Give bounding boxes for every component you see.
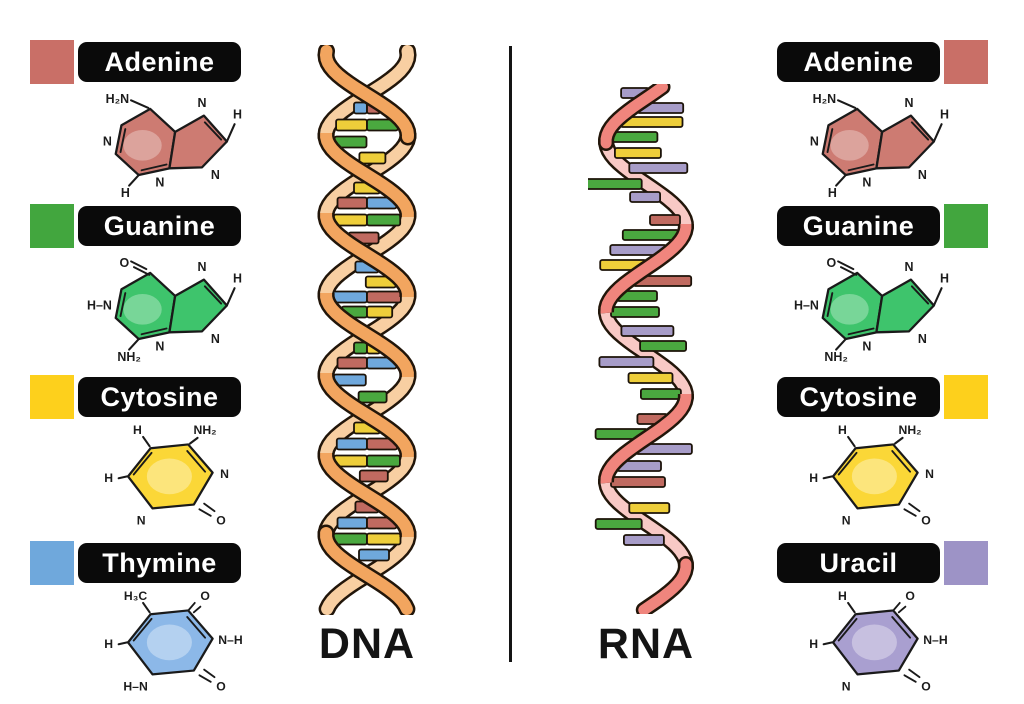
guanine-structure: O H–N N H N N NH₂	[87, 256, 242, 363]
atom-label: N	[862, 340, 871, 354]
uracil-color-swatch	[944, 541, 988, 585]
uracil-structure: H O H N–H N O	[809, 589, 947, 693]
guanine-structure-right: O H–N N H N N NH₂	[794, 256, 949, 363]
cytosine-color-swatch	[30, 375, 74, 419]
atom-label: N	[155, 176, 164, 190]
cytosine-color-swatch-right	[944, 375, 988, 419]
atom-label: H–N	[87, 298, 112, 312]
label-adenine-left: Adenine	[78, 42, 241, 82]
label-cytosine-right: Cytosine	[777, 377, 940, 417]
atom-label: N	[842, 679, 851, 693]
swatch-fill	[944, 375, 988, 419]
atom-label: H	[940, 108, 949, 122]
rna-title: RNA	[597, 620, 695, 668]
label-uracil: Uracil	[777, 543, 940, 583]
atom-label: O	[921, 679, 931, 693]
atom-label: O	[921, 513, 931, 527]
swatch-fill	[30, 204, 74, 248]
atom-label: O	[826, 256, 836, 270]
swatch-fill	[944, 40, 988, 84]
swatch-fill	[30, 40, 74, 84]
atom-label: H₂N	[813, 92, 837, 106]
atom-label: O	[200, 589, 210, 603]
atom-label: O	[216, 513, 226, 527]
atom-label: H–N	[794, 298, 819, 312]
atom-label: H₃C	[124, 589, 147, 603]
atom-label: N	[211, 168, 220, 182]
atom-label: O	[905, 589, 915, 603]
thymine-structure: H₃C O H N–H H–N O	[104, 589, 242, 693]
atom-label: NH₂	[194, 423, 217, 437]
label-thymine-left: Thymine	[78, 543, 241, 583]
swatch-fill	[944, 541, 988, 585]
atom-label: H	[940, 272, 949, 286]
atom-label: H	[104, 637, 113, 651]
atom-label: H	[809, 637, 818, 651]
swatch-fill	[30, 541, 74, 585]
thymine-color-swatch	[30, 541, 74, 585]
rna-single-helix-illustration	[588, 84, 695, 614]
adenine-structure: H₂N N N H N N H	[103, 92, 242, 199]
dna-double-helix-illustration	[317, 45, 417, 615]
atom-label: N	[103, 134, 112, 148]
atom-label: N	[918, 332, 927, 346]
atom-label: N	[810, 134, 819, 148]
label-cytosine-left: Cytosine	[78, 377, 241, 417]
label-guanine-right: Guanine	[777, 206, 940, 246]
atom-label: N	[155, 340, 164, 354]
adenine-color-swatch	[30, 40, 74, 84]
atom-label: H	[104, 471, 113, 485]
atom-label: H	[233, 272, 242, 286]
atom-label: H	[828, 186, 837, 199]
atom-label: N	[197, 96, 206, 110]
atom-label: H	[838, 589, 847, 603]
atom-label: N	[862, 176, 871, 190]
atom-label: N	[904, 96, 913, 110]
label-guanine-left: Guanine	[78, 206, 241, 246]
atom-label: H	[121, 186, 130, 199]
guanine-color-swatch-right	[944, 204, 988, 248]
atom-label: N	[918, 168, 927, 182]
atom-label: N	[220, 467, 229, 481]
atom-label: O	[119, 256, 129, 270]
atom-label: N–H	[218, 633, 242, 647]
atom-label: N	[197, 260, 206, 274]
swatch-fill	[944, 204, 988, 248]
divider-line	[509, 46, 512, 662]
atom-label: H	[809, 471, 818, 485]
atom-label: N	[925, 467, 934, 481]
atom-label: NH₂	[899, 423, 922, 437]
label-adenine-right: Adenine	[777, 42, 940, 82]
atom-label: H	[233, 108, 242, 122]
swatch-fill	[30, 375, 74, 419]
atom-label: N	[137, 513, 146, 527]
atom-label: N	[904, 260, 913, 274]
atom-label: H₂N	[106, 92, 130, 106]
adenine-color-swatch-right	[944, 40, 988, 84]
atom-label: H–N	[123, 679, 147, 693]
atom-label: N	[211, 332, 220, 346]
cytosine-structure-right: H NH₂ H N N O	[809, 423, 934, 527]
atom-label: NH₂	[824, 350, 848, 363]
guanine-color-swatch	[30, 204, 74, 248]
atom-label: NH₂	[117, 350, 141, 363]
cytosine-structure: H NH₂ H N N O	[104, 423, 229, 527]
dna-title: DNA	[318, 620, 416, 668]
atom-label: H	[133, 423, 142, 437]
atom-label: N–H	[923, 633, 947, 647]
atom-label: N	[842, 513, 851, 527]
atom-label: O	[216, 679, 226, 693]
adenine-structure-right: H₂N N N H N N H	[810, 92, 949, 199]
atom-label: H	[838, 423, 847, 437]
